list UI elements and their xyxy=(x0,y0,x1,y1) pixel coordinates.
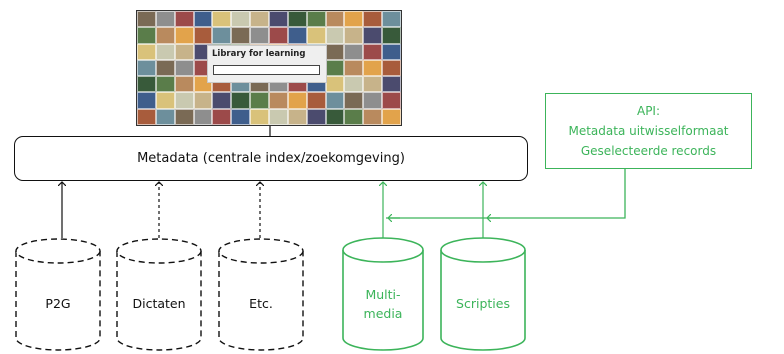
api-box: API: Metadata uitwisselformaat Geselecte… xyxy=(545,93,752,169)
mosaic-tile xyxy=(231,27,251,44)
mosaic-tile xyxy=(155,92,175,109)
mosaic-tile xyxy=(212,11,232,28)
mosaic-tile xyxy=(193,108,213,125)
mosaic-tile xyxy=(382,11,401,28)
mosaic-tile xyxy=(174,27,194,44)
mosaic-tile xyxy=(306,92,326,109)
mosaic-tile xyxy=(174,108,194,125)
mosaic-tile xyxy=(382,92,401,109)
scripties-database xyxy=(440,237,526,351)
mosaic-tile xyxy=(174,76,194,93)
mosaic-tile xyxy=(193,11,213,28)
mosaic-tile xyxy=(155,43,175,60)
mosaic-tile xyxy=(344,76,364,93)
mosaic-tile xyxy=(137,59,156,77)
api-title: API: xyxy=(636,104,661,118)
mosaic-tile xyxy=(212,92,232,109)
dictaten-label: Dictaten xyxy=(132,296,186,311)
multimedia-label: Multi- media xyxy=(343,285,423,323)
metadata-central-index: Metadata (centrale index/zoekomgeving) xyxy=(14,136,528,181)
p2g-label: P2G xyxy=(45,296,71,311)
mosaic-tile xyxy=(212,27,232,44)
mosaic-tile xyxy=(174,59,194,77)
library-search-input xyxy=(213,65,320,75)
mosaic-tile xyxy=(363,43,383,60)
etc-database xyxy=(218,238,304,351)
mosaic-tile xyxy=(287,27,307,44)
api-format: Metadata uitwisselformaat xyxy=(568,124,729,138)
mosaic-tile xyxy=(344,27,364,44)
mosaic-tile xyxy=(250,108,269,125)
dictaten-database xyxy=(116,238,202,351)
mosaic-tile xyxy=(269,108,288,125)
mosaic-tile xyxy=(231,92,251,109)
mosaic-tile xyxy=(155,108,175,125)
mosaic-tile xyxy=(325,92,345,109)
mosaic-tile xyxy=(325,76,345,93)
mosaic-tile xyxy=(287,92,307,109)
mosaic-tile xyxy=(212,108,232,125)
mosaic-tile xyxy=(363,59,383,77)
mosaic-tile xyxy=(382,76,401,93)
mosaic-tile xyxy=(325,108,345,125)
mosaic-tile xyxy=(250,27,269,44)
mosaic-tile xyxy=(137,92,156,109)
mosaic-tile xyxy=(306,27,326,44)
mosaic-tile xyxy=(193,27,213,44)
mosaic-tile xyxy=(382,27,401,44)
mosaic-tile xyxy=(287,108,307,125)
mosaic-tile xyxy=(137,11,156,28)
mosaic-tile xyxy=(155,27,175,44)
multimedia-database xyxy=(342,237,424,351)
mosaic-tile xyxy=(344,108,364,125)
mosaic-tile xyxy=(250,92,269,109)
mosaic-tile xyxy=(306,108,326,125)
mosaic-tile xyxy=(155,76,175,93)
mosaic-tile xyxy=(174,11,194,28)
mosaic-tile xyxy=(193,92,213,109)
mosaic-tile xyxy=(325,11,345,28)
etc-label: Etc. xyxy=(249,296,273,311)
mosaic-tile xyxy=(344,43,364,60)
mosaic-tile xyxy=(306,11,326,28)
mosaic-tile xyxy=(363,76,383,93)
multimedia-label-line1: Multi- xyxy=(365,287,401,302)
mosaic-tile xyxy=(137,108,156,125)
p2g-database xyxy=(15,238,101,351)
mosaic-tile xyxy=(250,11,269,28)
mosaic-tile xyxy=(231,11,251,28)
mosaic-tile xyxy=(363,92,383,109)
api-records: Geselecteerde records xyxy=(580,144,717,158)
library-search-panel: Library for learning xyxy=(207,45,327,83)
mosaic-tile xyxy=(325,27,345,44)
mosaic-tile xyxy=(269,11,288,28)
mosaic-tile xyxy=(382,43,401,60)
mosaic-tile xyxy=(382,108,401,125)
mosaic-tile xyxy=(382,59,401,77)
mosaic-tile xyxy=(363,27,383,44)
mosaic-tile xyxy=(363,108,383,125)
scripties-label: Scripties xyxy=(456,296,510,311)
mosaic-tile xyxy=(137,43,156,60)
multimedia-label-line2: media xyxy=(363,306,403,321)
mosaic-tile xyxy=(344,92,364,109)
mosaic-tile xyxy=(344,11,364,28)
mosaic-tile xyxy=(174,43,194,60)
mosaic-tile xyxy=(287,11,307,28)
mosaic-tile xyxy=(137,27,156,44)
mosaic-tile xyxy=(231,108,251,125)
mosaic-tile xyxy=(174,92,194,109)
api-connector-line xyxy=(386,169,626,219)
mosaic-tile xyxy=(363,11,383,28)
metadata-label: Metadata (centrale index/zoekomgeving) xyxy=(137,151,405,166)
mosaic-tile xyxy=(155,11,175,28)
library-title: Library for learning xyxy=(212,49,306,59)
mosaic-tile xyxy=(137,76,156,93)
mosaic-tile xyxy=(155,59,175,77)
mosaic-tile xyxy=(344,59,364,77)
mosaic-tile xyxy=(269,27,288,44)
mosaic-tile xyxy=(269,92,288,109)
library-website-screenshot: Library for learning xyxy=(136,10,402,126)
